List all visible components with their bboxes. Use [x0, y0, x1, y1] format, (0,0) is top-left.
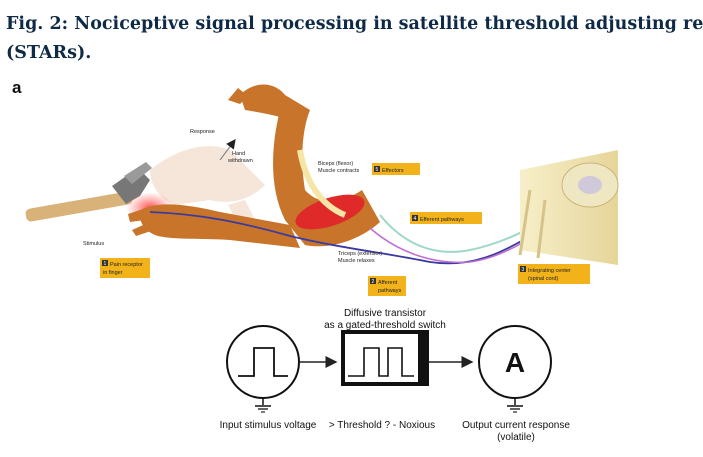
forearm: [128, 204, 300, 248]
spinal-cord: [518, 150, 619, 265]
tendon: [297, 149, 347, 218]
step-3-line-2: (spinal cord): [528, 276, 558, 282]
transistor-label-1: Diffusive transistor: [344, 308, 427, 319]
threshold-switch: [341, 330, 429, 386]
stimulus-label: Stimulus: [83, 241, 104, 247]
triceps-label-2: Muscle relaxes: [338, 258, 375, 264]
step-5-callout: 5 Effectors: [372, 163, 420, 175]
step-3-num: 3: [522, 267, 525, 273]
step-1-line-1: Pain receptor: [110, 262, 143, 268]
step-3-line-1: Integrating center: [528, 268, 571, 274]
step-4-line-1: Efferent pathways: [420, 217, 464, 223]
output-label-1: Output current response: [462, 420, 570, 431]
figure-title-line-1: Fig. 2: Nociceptive signal processing in…: [6, 14, 703, 34]
step-3-callout: 3 Integrating center (spinal cord): [518, 264, 590, 284]
step-5-line-1: Effectors: [382, 168, 404, 174]
input-label: Input stimulus voltage: [220, 420, 317, 431]
step-2-line-1: Afferent: [378, 280, 398, 286]
biceps-label-1: Biceps (flexor): [318, 161, 353, 167]
threshold-label: > Threshold ? - Noxious: [329, 420, 435, 431]
response-arrow: [219, 139, 236, 161]
step-2-line-2: pathways: [378, 288, 401, 294]
biceps-label-2: Muscle contracts: [318, 168, 360, 174]
step-1-line-2: in finger: [103, 270, 123, 276]
input-source: [226, 325, 300, 413]
step-1-num: 1: [104, 261, 107, 267]
figure-title-line-2: (STARs).: [6, 43, 92, 63]
input-ground-icon: [255, 405, 271, 413]
ammeter-symbol: A: [505, 347, 525, 378]
figure-title: Fig. 2: Nociceptive signal processing in…: [6, 10, 703, 68]
step-2-num: 2: [372, 279, 375, 285]
triceps-label-1: Triceps (extensor): [338, 251, 382, 257]
response-label: Response: [190, 129, 215, 135]
output-ground-icon: [507, 405, 523, 413]
hand-withdrawn-label-2: withdrawn: [227, 158, 253, 164]
transistor-label-2: as a gated-threshold switch: [324, 320, 446, 331]
hand-withdrawn-label-1: Hand: [232, 151, 245, 157]
output-label-2: (volatile): [497, 432, 535, 443]
step-4-callout: 4 Efferent pathways: [410, 212, 482, 224]
ammeter-icon: A: [478, 325, 552, 413]
input-pulse-icon: [238, 347, 288, 377]
step-1-callout: 1 Pain receptor in finger: [100, 258, 150, 278]
step-4-num: 4: [414, 216, 417, 222]
step-2-callout: 2 Afferent pathways: [368, 276, 406, 296]
switch-pulse-icon: [348, 347, 414, 377]
panel-label: a: [12, 78, 22, 97]
biceps-muscle: [295, 194, 365, 230]
step-5-num: 5: [376, 167, 379, 173]
reflex-diagram: Response Hand withdrawn Stimulus Biceps …: [25, 84, 619, 443]
